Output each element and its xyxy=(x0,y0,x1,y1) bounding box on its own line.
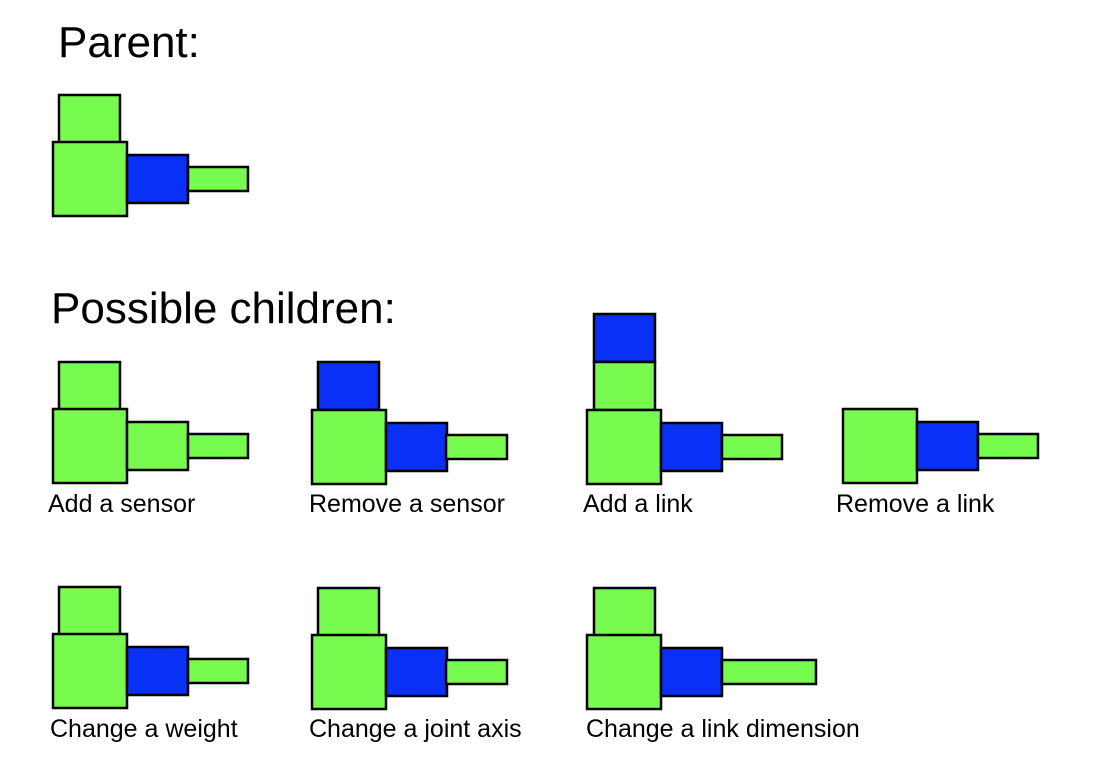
caption-change-weight: Change a weight xyxy=(50,715,238,743)
link-block xyxy=(592,360,657,412)
sensor-block xyxy=(384,421,449,473)
link-block xyxy=(57,585,122,637)
link-block xyxy=(186,657,250,685)
link-block xyxy=(186,165,250,193)
caption-remove-link: Remove a link xyxy=(836,490,995,518)
caption-change-joint-axis: Change a joint axis xyxy=(309,715,522,743)
link-block xyxy=(125,420,190,472)
link-block xyxy=(444,433,509,461)
link-block xyxy=(310,408,388,486)
child-remove-link xyxy=(841,407,1040,485)
link-block xyxy=(976,432,1040,460)
link-block xyxy=(841,407,919,485)
link-block xyxy=(186,432,250,460)
child-remove-sensor xyxy=(310,360,509,486)
parent-robot xyxy=(51,93,250,218)
link-block xyxy=(444,658,509,686)
link-block xyxy=(310,633,388,711)
sensor-block xyxy=(316,360,381,412)
sensor-block xyxy=(592,312,657,364)
link-block xyxy=(51,140,129,218)
child-change-link-dimension xyxy=(585,586,818,711)
sensor-block xyxy=(915,420,980,472)
link-block xyxy=(57,360,122,412)
child-change-joint-axis xyxy=(310,586,509,711)
link-block xyxy=(316,586,381,638)
caption-add-link: Add a link xyxy=(583,490,693,518)
parent-heading: Parent: xyxy=(58,18,200,67)
link-block xyxy=(585,408,663,486)
caption-change-link-dimension: Change a link dimension xyxy=(586,715,860,743)
link-block xyxy=(720,658,818,686)
sensor-block xyxy=(659,646,724,698)
child-change-weight xyxy=(51,585,250,710)
caption-remove-sensor: Remove a sensor xyxy=(309,490,505,518)
child-add-sensor xyxy=(51,360,250,485)
caption-add-sensor: Add a sensor xyxy=(48,490,195,518)
child-add-link xyxy=(585,312,784,486)
children-heading: Possible children: xyxy=(51,284,396,333)
sensor-block xyxy=(125,645,190,697)
sensor-block xyxy=(659,421,724,473)
link-block xyxy=(585,633,663,711)
link-block xyxy=(720,433,784,461)
sensor-block xyxy=(125,153,190,205)
link-block xyxy=(57,93,122,145)
sensor-block xyxy=(384,646,449,698)
link-block xyxy=(51,632,129,710)
link-block xyxy=(51,407,129,485)
link-block xyxy=(592,586,657,638)
